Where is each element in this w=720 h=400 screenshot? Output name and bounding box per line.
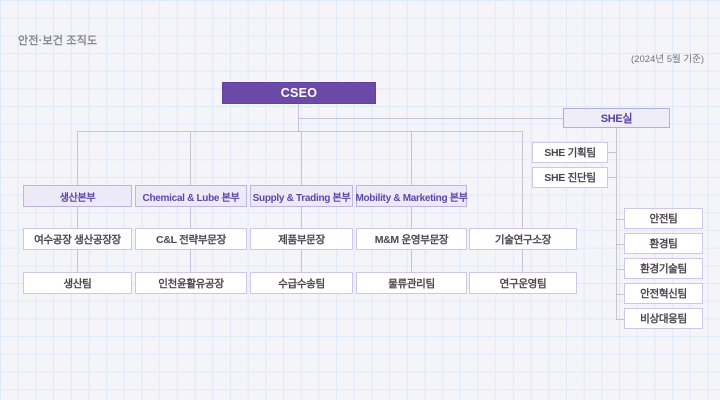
connector-division-drop	[411, 131, 412, 185]
connector-col-link	[190, 207, 191, 228]
connector-research-drop	[522, 131, 523, 228]
connector-division-drop	[301, 131, 302, 185]
page-title: 안전·보건 조직도	[18, 35, 98, 47]
connector-she-field-stub	[616, 269, 624, 270]
org-box-division: Supply & Trading 본부	[250, 185, 353, 207]
connector-main-bus	[77, 131, 523, 132]
connector-col-link	[411, 250, 412, 272]
connector-col-link	[522, 250, 523, 272]
connector-she-field-stub	[616, 294, 624, 295]
connector-col-link	[301, 207, 302, 228]
connector-she-bus	[616, 128, 617, 320]
org-box-she-field-team: 안전혁신팀	[624, 283, 703, 304]
org-box-division: 생산본부	[23, 185, 132, 207]
connector-division-drop	[77, 131, 78, 185]
org-box-division: Chemical & Lube 본부	[135, 185, 247, 207]
connector-she-branch	[298, 118, 563, 119]
org-box-she-field-team: 비상대응팀	[624, 308, 703, 329]
org-box-she-field-team: 환경팀	[624, 233, 703, 254]
org-box-team: 수급수송팀	[250, 272, 353, 294]
org-box-team: 인천윤활유공장	[135, 272, 247, 294]
connector-cseo-drop	[298, 104, 299, 131]
connector-col-link	[301, 250, 302, 272]
connector-she-staff-stub	[608, 152, 617, 153]
org-box-she-staff-team: SHE 진단팀	[532, 167, 608, 188]
org-box-she-staff-team: SHE 기획팀	[532, 142, 608, 163]
connector-she-field-stub	[616, 244, 624, 245]
connector-division-drop	[190, 131, 191, 185]
org-box-manager: 기술연구소장	[469, 228, 577, 250]
connector-she-field-stub	[616, 319, 624, 320]
connector-she-staff-stub	[608, 177, 617, 178]
org-box-manager: M&M 운영부문장	[356, 228, 467, 250]
org-box-she-field-team: 환경기술팀	[624, 258, 703, 279]
connector-she-field-stub	[616, 219, 624, 220]
connector-col-link	[77, 207, 78, 228]
org-box-team: 생산팀	[23, 272, 132, 294]
org-box-manager: 여수공장 생산공장장	[23, 228, 132, 250]
org-box-team: 연구운영팀	[469, 272, 577, 294]
connector-col-link	[77, 250, 78, 272]
connector-col-link	[411, 207, 412, 228]
connector-col-link	[190, 250, 191, 272]
org-box-manager: C&L 전략부문장	[135, 228, 247, 250]
as-of-date-label: (2024년 5월 기준)	[631, 54, 704, 65]
org-box-she-office: SHE실	[563, 108, 670, 128]
org-box-team: 물류관리팀	[356, 272, 467, 294]
org-box-she-field-team: 안전팀	[624, 208, 703, 229]
org-box-cseo: CSEO	[222, 82, 376, 104]
org-box-manager: 제품부문장	[250, 228, 353, 250]
org-box-division: Mobility & Marketing 본부	[355, 185, 468, 207]
